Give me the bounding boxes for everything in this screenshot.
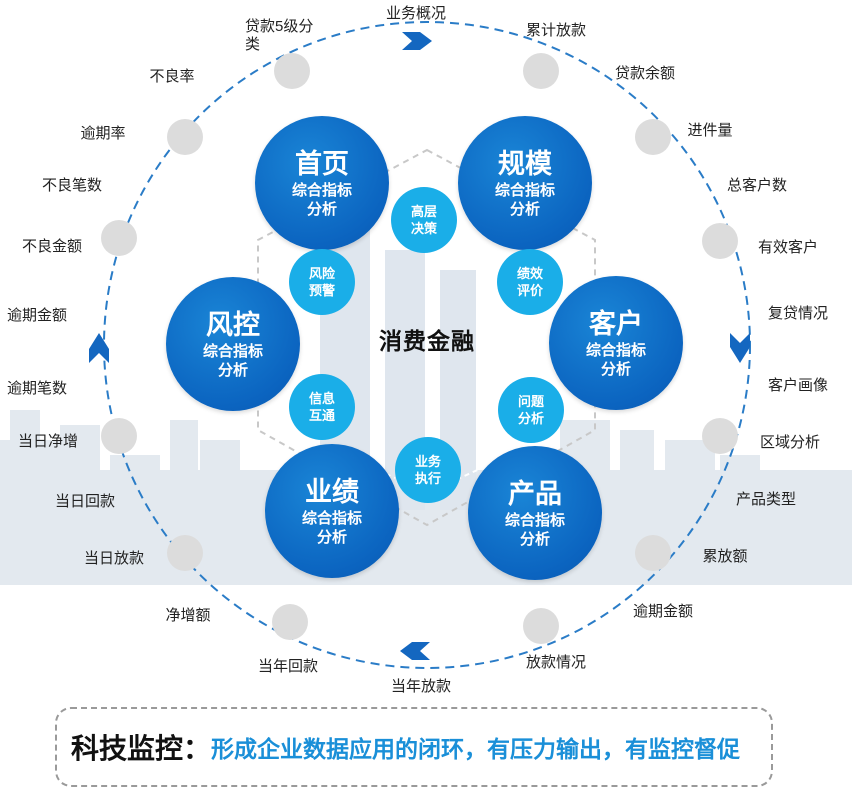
module-kehu: 客户 综合指标 分析 — [549, 276, 683, 410]
module-title: 业绩 — [305, 477, 359, 507]
link-yewu-zhixing: 业务 执行 — [395, 437, 461, 503]
module-line2: 分析 — [519, 531, 550, 548]
ring-label-jinjian: 进件量 — [687, 122, 733, 139]
ring-label-buliang-bi: 不良笔数 — [41, 177, 103, 194]
ring-label-yuqi-jine-right: 逾期金额 — [632, 603, 694, 620]
ring-label-dangri-fangkuan: 当日放款 — [83, 550, 145, 567]
link-line1: 信息 — [308, 391, 335, 406]
arrow-left-icon — [400, 642, 430, 660]
ring-label-dangnian-fangkuan: 当年放款 — [390, 678, 452, 695]
module-fengkong: 风控 综合指标 分析 — [166, 277, 300, 411]
ring-label-dangri-jingzeng: 当日净增 — [17, 433, 79, 450]
ring-label-buliang-lv: 不良率 — [149, 68, 195, 85]
module-guimo: 规模 综合指标 分析 — [458, 116, 592, 250]
arrow-right-icon — [402, 32, 432, 50]
ring-label-yuqi-bishu: 逾期笔数 — [6, 380, 68, 397]
link-line2: 互通 — [308, 408, 335, 423]
module-line1: 综合指标 — [301, 510, 362, 527]
link-line1: 问题 — [517, 394, 544, 409]
module-line1: 综合指标 — [291, 182, 352, 199]
ring-dot — [167, 119, 203, 155]
ring-dot — [272, 604, 308, 640]
module-line2: 分析 — [509, 201, 540, 218]
ring-label-jingzeng-e: 净增额 — [165, 607, 211, 624]
module-title: 客户 — [589, 309, 643, 339]
module-line1: 综合指标 — [585, 342, 646, 359]
footer-lead: 科技监控： — [71, 733, 212, 764]
center-title: 消费金融 — [379, 328, 475, 354]
module-title: 产品 — [508, 479, 562, 509]
link-gaoceng-juece: 高层 决策 — [391, 187, 457, 253]
ring-dot — [523, 608, 559, 644]
ring-label-zong-kehu: 总客户数 — [726, 177, 788, 194]
module-line1: 综合指标 — [494, 182, 555, 199]
link-line2: 执行 — [414, 471, 441, 486]
link-fengxian-yujing: 风险 预警 — [289, 249, 355, 315]
link-line2: 分析 — [517, 411, 544, 426]
ring-dot — [274, 53, 310, 89]
module-shouye: 首页 综合指标 分析 — [255, 116, 389, 250]
ring-label-leifang-e: 累放额 — [702, 548, 748, 565]
module-line1: 综合指标 — [202, 343, 263, 360]
footer-callout: 科技监控： 形成企业数据应用的闭环，有压力输出，有监控督促 — [55, 707, 773, 787]
ring-label-buliang-e: 不良金额 — [21, 238, 83, 255]
arrow-up-icon — [89, 333, 109, 363]
link-line2: 预警 — [308, 283, 335, 298]
ring-dot — [101, 220, 137, 256]
ring-label-dangri-huikuan: 当日回款 — [54, 493, 116, 510]
module-yeji: 业绩 综合指标 分析 — [265, 444, 399, 578]
module-line2: 分析 — [217, 362, 248, 379]
ring-dot — [702, 223, 738, 259]
module-title: 风控 — [206, 310, 260, 340]
module-chanpin: 产品 综合指标 分析 — [468, 446, 602, 580]
ring-label-fudai: 复贷情况 — [767, 305, 829, 322]
module-line2: 分析 — [316, 529, 347, 546]
module-line2: 分析 — [306, 201, 337, 218]
ring-dot — [523, 53, 559, 89]
ring-label-top: 业务概况 — [385, 5, 447, 22]
ring-label-youxiao: 有效客户 — [757, 239, 819, 256]
ring-label-huaxiang: 客户画像 — [767, 377, 829, 394]
link-line1: 风险 — [308, 266, 335, 281]
ring-label-yuqi-lv: 逾期率 — [80, 125, 126, 142]
module-title: 首页 — [295, 149, 349, 179]
module-line2: 分析 — [600, 361, 631, 378]
footer-body: 形成企业数据应用的闭环，有压力输出，有监控督促 — [211, 736, 741, 762]
ring-label-dangnian-huikuan: 当年回款 — [257, 658, 319, 675]
link-xinxi-hutong: 信息 互通 — [289, 374, 355, 440]
link-line1: 绩效 — [516, 266, 543, 281]
link-line1: 高层 — [410, 204, 437, 219]
center-hexagon — [257, 148, 596, 527]
module-title: 规模 — [498, 149, 552, 179]
link-line1: 业务 — [414, 454, 441, 469]
ring-dot — [635, 119, 671, 155]
link-line2: 决策 — [410, 221, 437, 236]
ring-dot — [635, 535, 671, 571]
link-wenti-fenxi: 问题 分析 — [498, 377, 564, 443]
ring-dot — [101, 418, 137, 454]
ring-label-quyu: 区域分析 — [759, 434, 821, 451]
ring-label-fangkuan-qk: 放款情况 — [525, 654, 587, 671]
link-line2: 评价 — [516, 283, 543, 298]
arrow-down-icon — [730, 333, 750, 363]
ring-label-yuqi-jine-left: 逾期金额 — [6, 307, 68, 324]
ring-label-chanpin: 产品类型 — [735, 491, 797, 508]
ring-label-leiji: 累计放款 — [525, 22, 587, 39]
ring-dot — [167, 535, 203, 571]
outer-dashed-ring — [103, 21, 751, 669]
ring-dot — [702, 418, 738, 454]
ring-label-daikuan-yue: 贷款余额 — [614, 65, 676, 82]
module-line1: 综合指标 — [504, 512, 565, 529]
ring-label-daikuan5: 贷款5级分类 — [245, 18, 314, 53]
link-jixiao-pingjia: 绩效 评价 — [497, 249, 563, 315]
